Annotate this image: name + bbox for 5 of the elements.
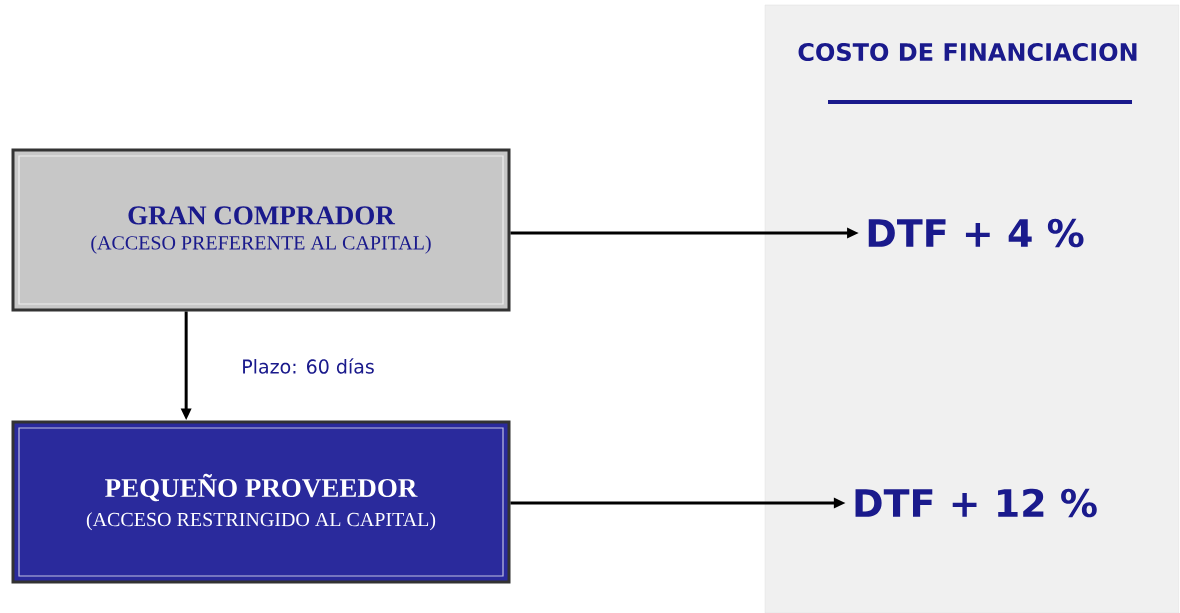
cost-value: DTF + 4 % [868, 218, 1084, 248]
process-box: GRAN COMPRADOR (ACCESO PREFERENTE AL CAPITAL) [11, 148, 511, 312]
cost-value: DTF + 12 % [855, 488, 1097, 518]
edge-label: Plazo: 60 días [243, 358, 374, 374]
process-box: PEQUEÑO PROVEEDOR (ACCESO RESTRINGIDO AL CAPITAL) [11, 420, 511, 584]
